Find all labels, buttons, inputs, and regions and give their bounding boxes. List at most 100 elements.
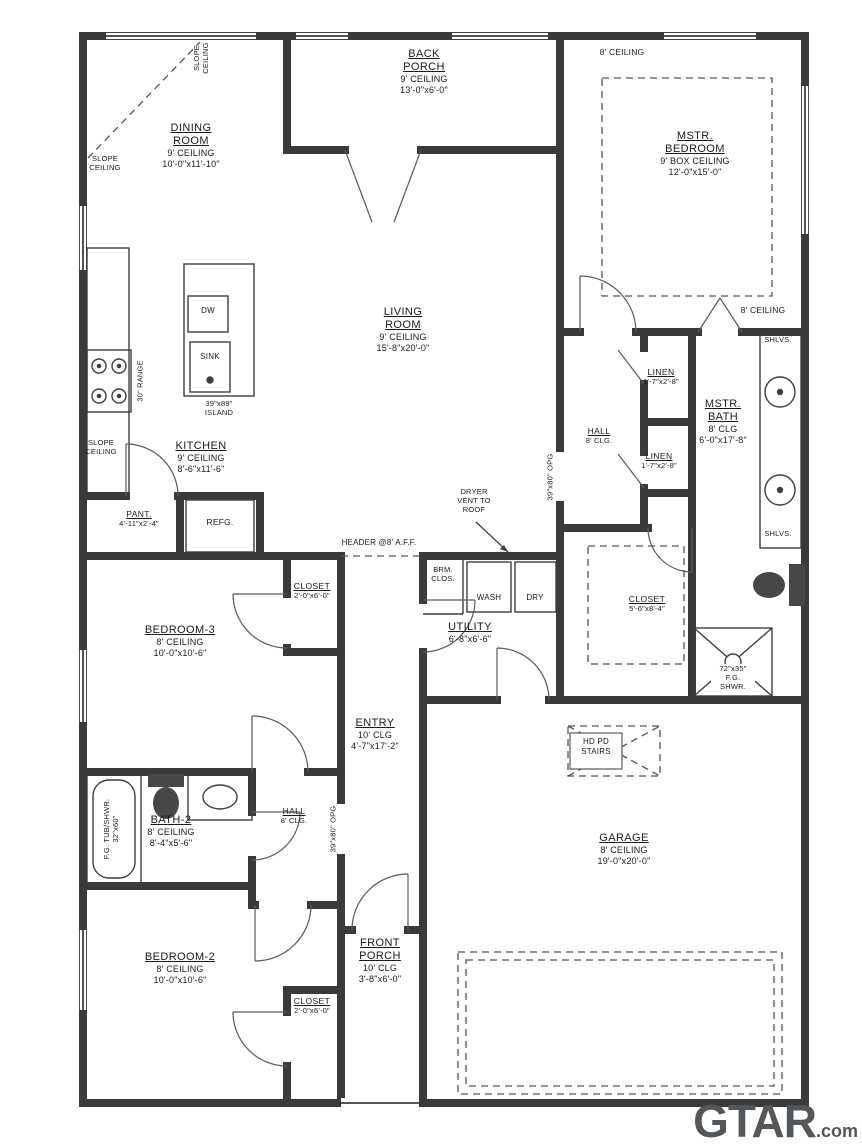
room-label-utility: UTILITY 6'-8"x6'-6" xyxy=(448,621,492,645)
toilet-icon xyxy=(153,787,179,819)
drain-dot xyxy=(776,486,784,494)
sink-box xyxy=(189,341,231,393)
toilet-tank-icon xyxy=(789,564,805,606)
broom-closet-lines xyxy=(423,556,464,615)
burner-icon xyxy=(91,358,107,374)
door-swing-bath2 xyxy=(251,811,301,861)
tub-fixture xyxy=(86,773,142,885)
sink-icon xyxy=(764,474,796,506)
room-label-master-bedroom: MSTR. BEDROOM 9' BOX CEILING 12'-0"x15'-… xyxy=(660,130,730,178)
door-swing-utility xyxy=(422,599,476,653)
shelves-note-upper: SHLVS. xyxy=(764,335,792,344)
garage-door-dashed-inner xyxy=(465,959,775,1087)
room-label-pantry: PANT. 4'-11"x2'-4" xyxy=(119,509,159,529)
door-swing-closet3 xyxy=(232,593,288,649)
faucet-dot xyxy=(206,376,214,384)
room-label-garage: GARAGE 8' CEILING 19'-0"x20'-0" xyxy=(597,832,651,866)
shelves-note-lower: SHLVS. xyxy=(764,529,792,538)
ceiling-note-master-top: 8' CEILING xyxy=(599,47,645,57)
door-swing-bedroom2 xyxy=(254,904,312,962)
arrow-icon xyxy=(500,545,508,552)
room-label-linen-2: LINEN 1'-7"x2'-8" xyxy=(641,451,677,471)
burner-dot xyxy=(116,363,122,369)
washer-note: WASH xyxy=(476,593,502,602)
room-label-back-porch: BACK PORCH 9' CEILING 13'-0"x6'-0" xyxy=(400,48,448,96)
shower-fixture xyxy=(693,627,773,697)
door-swing-pantry xyxy=(125,443,179,497)
room-label-entry: ENTRY 10' CLG 4'-7"x17'-2" xyxy=(351,717,399,751)
slope-ceiling-note-left-lower: SLOPE CEILING xyxy=(85,438,117,456)
refrigerator-note: REFG. xyxy=(206,517,234,527)
door-swing-master-bedroom xyxy=(579,275,637,333)
slope-ceiling-note-left-upper: SLOPE CEILING xyxy=(89,154,121,172)
toilet-icon xyxy=(753,572,785,598)
room-label-living-room: LIVING ROOM 9' CEILING 15'-8"x20'-0" xyxy=(376,306,430,354)
island-fixture xyxy=(183,263,255,397)
opening-note-hall: 39"x80" OPG xyxy=(545,453,555,501)
stairs-outline xyxy=(567,725,661,777)
misc-marks xyxy=(337,447,564,859)
opening-note-entry: 39"x80" OPG xyxy=(328,805,338,853)
sink-note: SINK xyxy=(200,352,220,361)
burner-dot xyxy=(96,393,102,399)
dryer-box xyxy=(514,561,557,613)
dryer-note: DRY xyxy=(526,593,544,602)
burner-icon xyxy=(111,388,127,404)
gtar-logo: GTAR.com xyxy=(693,1098,858,1144)
door-swings xyxy=(125,149,743,1067)
dishwasher-note: DW xyxy=(201,306,215,315)
door-swing-front-door xyxy=(351,873,409,931)
room-label-master-closet: CLOSET 5'-6"x8'-4" xyxy=(628,594,666,614)
range-fixture xyxy=(86,349,132,413)
door-swing-closet2 xyxy=(232,1011,288,1067)
toilet-tank-icon xyxy=(148,774,184,787)
header-note: HEADER @8' A.F.F. xyxy=(341,538,417,547)
island-note: 39"x89" ISLAND xyxy=(204,399,234,417)
dashed-features xyxy=(87,41,783,1095)
drain-dot xyxy=(776,388,784,396)
room-label-bath-2: BATH-2 8' CEILING 8'-4"x5'-6" xyxy=(147,814,195,848)
refrigerator-box xyxy=(185,499,255,553)
door-swing-linen xyxy=(617,349,645,489)
door-swing-master-bath xyxy=(697,297,743,333)
room-label-dining-room: DINING ROOM 9' CEILING 10'-0"x11'-10" xyxy=(162,122,220,170)
tub-note: F.G. TUB/SHWR. 32"x60" xyxy=(102,789,120,869)
dishwasher-box xyxy=(187,295,229,333)
slope-ceiling-note-top: SLOPE CEILING xyxy=(192,42,210,74)
room-label-kitchen: KITCHEN 9' CEILING 8'-6"x11'-6" xyxy=(175,440,227,474)
broom-closet-note: BRM. CLOS. xyxy=(431,565,455,583)
burner-dot xyxy=(96,363,102,369)
burner-dot xyxy=(116,393,122,399)
room-label-closet-2: CLOSET 2'-0"x6'-0" xyxy=(293,996,331,1016)
shower-note: 72"x35" F.G. SHWR. xyxy=(711,664,755,691)
logo-tld-text: .com xyxy=(815,1121,858,1141)
bath2-vanity xyxy=(187,773,253,821)
room-label-linen-1: LINEN 1'-7"x2'-8" xyxy=(643,367,679,387)
burner-icon xyxy=(91,388,107,404)
burner-icon xyxy=(111,358,127,374)
room-label-closet-3: CLOSET 2'-0"x6'-0" xyxy=(293,581,331,601)
sink-icon xyxy=(764,376,796,408)
closet-shelving-dashed xyxy=(587,545,685,665)
room-label-bedroom-2: BEDROOM-2 8' CEILING 10'-0"x10'-6" xyxy=(144,951,216,985)
windows xyxy=(78,31,810,1108)
range-note: 30" RANGE xyxy=(135,360,145,402)
room-label-front-porch: FRONT PORCH 10' CLG 3'-8"x6'-0" xyxy=(358,937,402,985)
tub-inner xyxy=(92,779,136,879)
door-swing-master-closet xyxy=(647,527,693,573)
door-swing-porch-doors xyxy=(344,149,422,223)
door-swing-bedroom3 xyxy=(251,715,309,773)
room-label-hall-right: HALL 8' CLG. xyxy=(585,426,613,446)
logo-text: GTAR xyxy=(693,1095,817,1144)
box-ceiling-dashed xyxy=(601,77,773,297)
slope-break-line xyxy=(87,41,201,159)
room-label-hall-left: HALL 8' CLG. xyxy=(280,806,308,826)
door-swing-garage xyxy=(496,647,550,701)
stairs-note: HD PD STAIRS xyxy=(581,737,611,756)
room-label-master-bath: MSTR. BATH 8' CLG 6'-0"x17'-8" xyxy=(699,398,747,446)
ceiling-note-bath: 8' CEILING xyxy=(740,305,786,315)
room-label-bedroom-3: BEDROOM-3 8' CEILING 10'-0"x10'-6" xyxy=(144,624,216,658)
washer-box xyxy=(466,561,512,613)
stairs-label-box xyxy=(569,732,623,770)
dryer-vent-note: DRYER VENT TO ROOF xyxy=(457,487,491,514)
